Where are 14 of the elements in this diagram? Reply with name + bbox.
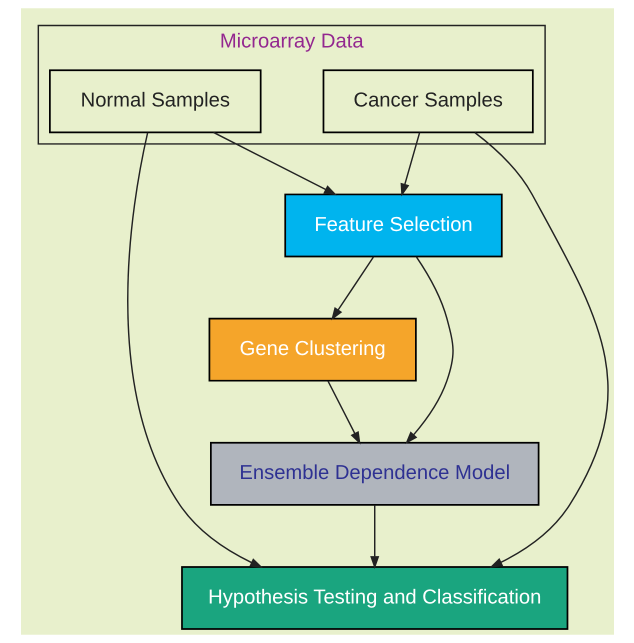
arrow: [404, 256, 454, 444]
node-box: Normal Samples: [48, 69, 262, 134]
arrow: [126, 132, 262, 568]
node-box: Feature Selection: [284, 194, 502, 258]
arrow: [370, 505, 379, 570]
arrow: [330, 256, 374, 320]
arrow: [326, 380, 360, 445]
arrow: [400, 132, 420, 196]
node-box: Gene Clustering: [208, 318, 416, 382]
node-box: Cancer Samples: [322, 69, 534, 134]
node-box: Ensemble Dependence Model: [210, 442, 539, 506]
arrow: [212, 132, 336, 196]
arrow: [474, 132, 608, 568]
node-box: Hypothesis Testing and Classification: [180, 566, 568, 630]
